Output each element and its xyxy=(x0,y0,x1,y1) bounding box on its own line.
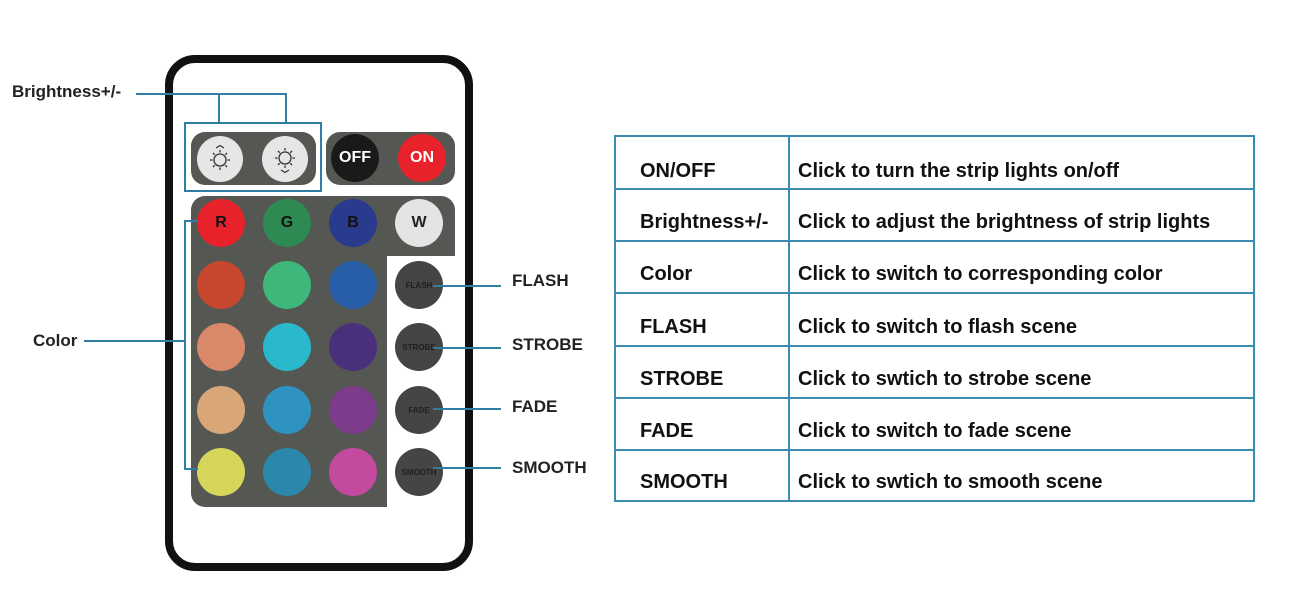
smooth-button[interactable]: SMOOTH xyxy=(395,448,443,496)
color-grid-button-4-2[interactable] xyxy=(263,448,311,496)
table-key: FLASH xyxy=(640,315,707,338)
color-button-label: W xyxy=(411,214,427,231)
brightness-highlight-box xyxy=(184,122,322,192)
table-key: SMOOTH xyxy=(640,470,728,493)
table-description: Click to swtich to strobe scene xyxy=(798,368,1092,390)
table-row: Color Click to switch to corresponding co… xyxy=(616,240,1253,294)
color-grid-button-2-2[interactable] xyxy=(263,323,311,371)
callout-flash: FLASH xyxy=(512,271,569,290)
scene-button-label: SMOOTH xyxy=(401,467,437,477)
color-button-w[interactable]: W xyxy=(395,199,443,247)
callout-strobe: STROBE xyxy=(512,335,583,354)
table-row: STROBE Click to swtich to strobe scene xyxy=(616,345,1253,399)
color-grid-button-1-1[interactable] xyxy=(197,261,245,309)
color-button-b[interactable]: B xyxy=(329,199,377,247)
color-button-r[interactable]: R xyxy=(197,199,245,247)
table-key: FADE xyxy=(640,420,694,442)
callout-fade: FADE xyxy=(512,397,558,416)
color-grid-button-1-2[interactable] xyxy=(263,261,311,309)
table-row: ON/OFF Click to turn the strip lights on/… xyxy=(616,137,1253,190)
color-grid-button-4-3[interactable] xyxy=(329,448,377,496)
color-grid-button-2-3[interactable] xyxy=(329,323,377,371)
fade-button[interactable]: FADE xyxy=(395,386,443,434)
color-grid-button-3-3[interactable] xyxy=(329,386,377,434)
table-description: Click to switch to flash scene xyxy=(798,315,1077,338)
color-grid-button-4-1[interactable] xyxy=(197,448,245,496)
table-key: STROBE xyxy=(640,368,724,390)
brightness-up-button[interactable] xyxy=(197,136,243,182)
color-button-label: G xyxy=(280,214,294,231)
callout-brightness: Brightness+/- xyxy=(12,82,122,101)
callout-smooth: SMOOTH xyxy=(512,458,587,477)
off-button[interactable]: OFF xyxy=(331,134,379,182)
table-description: Click to adjust the brightness of strip … xyxy=(798,211,1211,233)
table-row: SMOOTH Click to swtich to smooth scene xyxy=(616,449,1253,500)
sun-up-icon xyxy=(210,144,230,170)
brightness-down-button[interactable] xyxy=(262,136,308,182)
table-description: Click to switch to fade scene xyxy=(798,420,1072,442)
scene-button-label: FADE xyxy=(408,405,430,415)
callout-color: Color xyxy=(33,331,78,350)
color-button-label: B xyxy=(347,214,359,231)
on-button[interactable]: ON xyxy=(398,134,446,182)
table-key: Color xyxy=(640,263,693,285)
table-row: FLASH Click to switch to flash scene xyxy=(616,292,1253,347)
table-key: ON/OFF xyxy=(640,159,716,182)
color-grid-button-1-3[interactable] xyxy=(329,261,377,309)
table-key: Brightness+/- xyxy=(640,211,769,233)
color-grid-button-2-1[interactable] xyxy=(197,323,245,371)
off-label: OFF xyxy=(339,149,371,166)
color-grid-button-3-2[interactable] xyxy=(263,386,311,434)
table-row: FADE Click to switch to fade scene xyxy=(616,397,1253,451)
sun-down-icon xyxy=(275,148,295,174)
color-grid-button-3-1[interactable] xyxy=(197,386,245,434)
table-description: Click to swtich to smooth scene xyxy=(798,470,1103,493)
color-button-g[interactable]: G xyxy=(263,199,311,247)
scene-button-label: FLASH xyxy=(405,280,433,290)
on-label: ON xyxy=(410,149,434,166)
table-description: Click to switch to corresponding color xyxy=(798,263,1163,285)
table-row: Brightness+/- Click to adjust the brightn… xyxy=(616,188,1253,242)
scene-button-label: STROBE xyxy=(402,342,436,352)
color-button-label: R xyxy=(215,214,227,231)
table-description: Click to turn the strip lights on/off xyxy=(798,159,1120,182)
function-table: ON/OFF Click to turn the strip lights on/… xyxy=(614,135,1255,502)
